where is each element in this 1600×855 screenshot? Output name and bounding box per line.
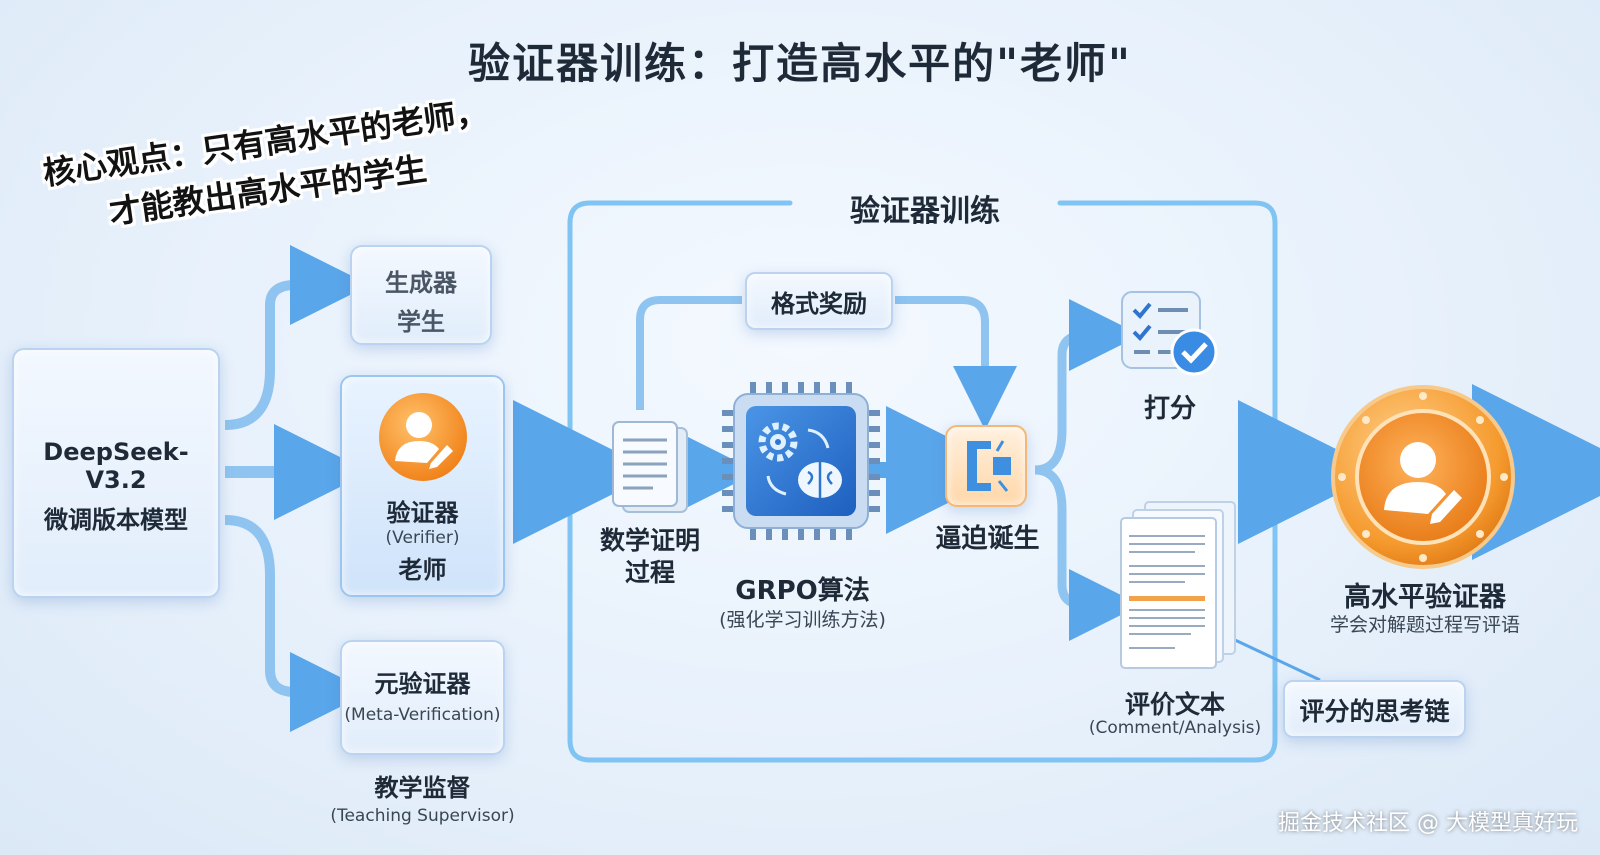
generator-card[interactable]: 生成器 学生 xyxy=(350,245,492,345)
training-box-outline xyxy=(567,200,1278,763)
base-model-name: DeepSeek-V3.2 xyxy=(43,438,189,494)
high-verifier-desc: 学会对解题过程写评语 xyxy=(1329,614,1520,636)
report-icon xyxy=(1120,501,1236,669)
arrow-reward-to-proof xyxy=(636,296,742,410)
chip-icon xyxy=(722,382,880,540)
score-chain-label: 评分的思考链 xyxy=(1299,697,1450,726)
high-verifier-name: 高水平验证器 xyxy=(1344,582,1506,613)
meta-verifier-name: 元验证器 xyxy=(374,670,471,698)
meta-verifier-role-english: (Teaching Supervisor) xyxy=(330,806,515,826)
meta-verifier-english: (Meta-Verification) xyxy=(344,705,501,725)
document-icon xyxy=(612,421,688,513)
meta-verifier-card[interactable]: 元验证器 (Meta-Verification) xyxy=(340,640,505,755)
arrow-to-meta-verifier xyxy=(224,515,370,732)
base-model-desc: 微调版本模型 xyxy=(44,506,188,534)
verifier-card[interactable]: 验证器 (Verifier) 老师 xyxy=(340,375,505,597)
math-proof-line-2: 过程 xyxy=(624,558,675,587)
training-box-title: 验证器训练 xyxy=(850,194,1000,229)
grpo-desc: (强化学习训练方法) xyxy=(719,609,886,631)
verifier-role: 老师 xyxy=(398,556,447,584)
watermark: 掘金技术社区 @ 大模型真好玩 xyxy=(1278,811,1578,836)
math-proof-label: 数学证明 过程 xyxy=(585,525,715,589)
verifier-name: 验证器 xyxy=(386,499,459,527)
page-title: 验证器训练：打造高水平的"老师" xyxy=(468,39,1132,88)
grpo-name: GRPO算法 xyxy=(735,576,870,606)
arrow-reward-to-forced xyxy=(895,296,1017,430)
checkmark-icon xyxy=(1170,328,1218,376)
checklist-icon xyxy=(1121,291,1218,376)
comment-name: 评价文本 xyxy=(1124,690,1225,719)
generator-role: 学生 xyxy=(397,308,445,336)
generator-name: 生成器 xyxy=(385,269,457,297)
user-edit-icon xyxy=(1331,385,1515,569)
verifier-english: (Verifier) xyxy=(385,528,460,548)
base-model-card[interactable]: DeepSeek-V3.2 微调版本模型 xyxy=(12,348,220,598)
clamp-icon xyxy=(945,425,1027,507)
forced-label: 逼迫诞生 xyxy=(935,524,1040,554)
math-proof-line-1: 数学证明 xyxy=(599,526,700,555)
arrow-to-score xyxy=(1034,299,1141,475)
format-reward-label: 格式奖励 xyxy=(771,290,867,318)
arrow-to-comment xyxy=(1034,465,1141,641)
format-reward-card[interactable]: 格式奖励 xyxy=(745,272,893,330)
brain-icon xyxy=(798,462,842,498)
user-edit-icon xyxy=(378,393,467,481)
score-label: 打分 xyxy=(1143,394,1196,424)
meta-verifier-role: 教学监督 xyxy=(374,774,471,802)
callout-line xyxy=(1234,638,1321,682)
comment-english: (Comment/Analysis) xyxy=(1088,718,1262,738)
gear-icon xyxy=(758,422,798,462)
arrow-to-generator xyxy=(224,245,370,430)
score-chain-card[interactable]: 评分的思考链 xyxy=(1283,680,1466,738)
